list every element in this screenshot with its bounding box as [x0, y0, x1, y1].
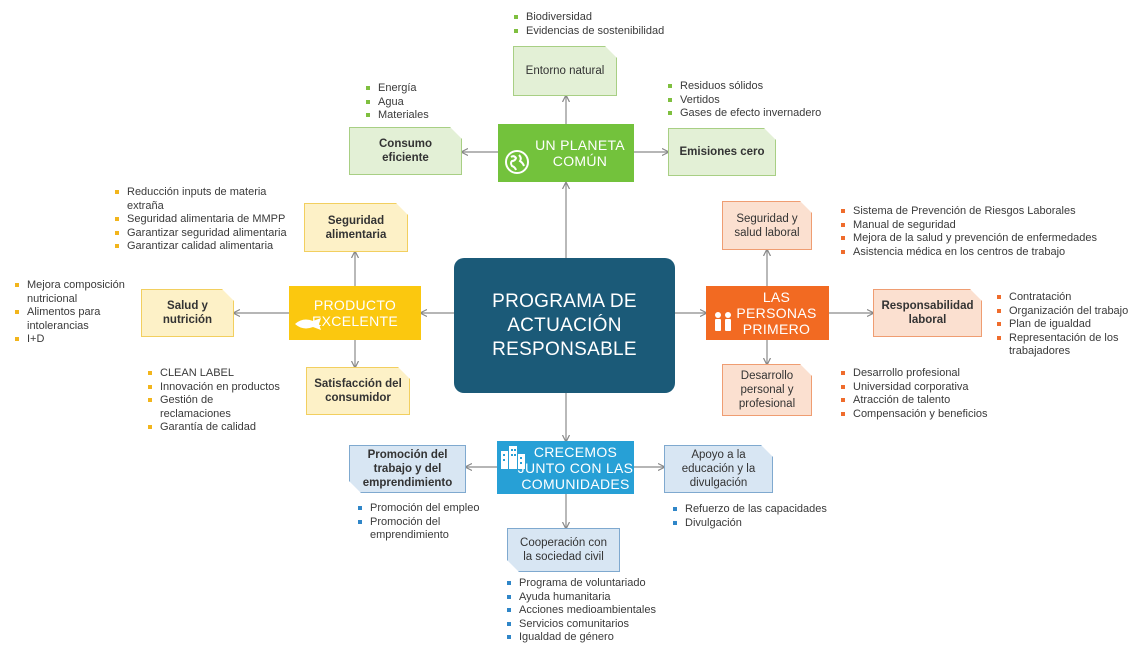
list-item: Gestión de reclamaciones	[147, 394, 260, 421]
card-desarrollo-label: Desarrollo personal y profesional	[738, 370, 796, 410]
card-desarrollo-personal: Desarrollo personal y profesional	[722, 364, 812, 416]
list-salud-nutricion: Mejora composición nutricional Alimentos…	[14, 279, 136, 347]
card-cooperacion-label: Cooperación con la sociedad civil	[520, 537, 607, 563]
list-entorno: Biodiversidad Evidencias de sostenibilid…	[513, 11, 693, 38]
card-satisfaccion-label: Satisfacción del consumidor	[314, 378, 402, 404]
list-item: Contratación	[996, 291, 1134, 305]
list-satisfaccion: CLEAN LABEL Innovación en productos Gest…	[147, 367, 297, 435]
hub-producto-line2: EXCELENTE	[312, 313, 398, 329]
hub-producto: PRODUCTO EXCELENTE	[289, 286, 421, 340]
card-seguridad-salud-laboral: Seguridad y salud laboral	[722, 201, 812, 250]
hub-comunidades-line3: COMUNIDADES	[521, 475, 630, 492]
center-title-line2: ACTUACIÓN	[507, 314, 622, 336]
card-seguridad-alimentaria: Seguridad alimentaria	[304, 203, 408, 252]
center-title-line3: RESPONSABLE	[492, 338, 637, 360]
list-emisiones: Residuos sólidos Vertidos Gases de efect…	[667, 80, 857, 121]
list-item: Plan de igualdad	[996, 318, 1134, 332]
list-item: Mejora de la salud y prevención de enfer…	[840, 232, 1130, 246]
list-item: Atracción de talento	[840, 394, 1020, 408]
list-item: Reducción inputs de materia extraña	[114, 186, 304, 213]
list-item: Garantizar calidad alimentaria	[114, 240, 304, 254]
card-responsabilidad-laboral: Responsabilidad laboral	[873, 289, 982, 337]
card-promocion-label: Promoción del trabajo y del emprendimien…	[362, 449, 453, 489]
card-seguridad-alim-label: Seguridad alimentaria	[325, 214, 387, 241]
list-item: Energía	[365, 82, 485, 96]
list-item: Alimentos para intolerancias	[14, 306, 136, 333]
list-item: Evidencias de sostenibilidad	[513, 25, 693, 39]
card-cooperacion-sociedad: Cooperación con la sociedad civil	[507, 528, 620, 572]
list-seguridad-alimentaria: Reducción inputs de materia extraña Segu…	[114, 186, 304, 254]
list-item: Organización del trabajo	[996, 305, 1134, 319]
card-responsabilidad-label: Responsabilidad laboral	[881, 300, 974, 326]
hub-planeta-line1: UN PLANETA	[535, 137, 625, 153]
hub-comunidades: CRECEMOS JUNTO CON LAS COMUNIDADES	[497, 441, 634, 494]
list-consumo: Energía Agua Materiales	[365, 82, 485, 123]
list-item: Igualdad de género	[506, 631, 696, 645]
list-item: I+D	[14, 333, 136, 347]
list-item: Programa de voluntariado	[506, 577, 696, 591]
card-consumo-eficiente: Consumo eficiente	[349, 127, 462, 175]
list-item: Divulgación	[672, 517, 852, 531]
list-item: Acciones medioambientales	[506, 604, 696, 618]
list-item: Residuos sólidos	[667, 80, 857, 94]
buildings-icon	[500, 445, 526, 472]
list-item: Vertidos	[667, 94, 857, 108]
list-item: Representación de los trabajadores	[996, 332, 1134, 359]
hub-personas-line1: LAS PERSONAS	[736, 289, 817, 321]
list-item: Refuerzo de las capacidades	[672, 503, 852, 517]
list-item: Compensación y beneficios	[840, 408, 1020, 422]
people-icon	[712, 311, 734, 334]
list-item: Seguridad alimentaria de MMPP	[114, 213, 304, 227]
list-item: Agua	[365, 96, 485, 110]
program-center-box: PROGRAMA DE ACTUACIÓN RESPONSABLE	[454, 258, 675, 393]
card-emisiones-cero: Emisiones cero	[668, 128, 776, 176]
fish-icon	[293, 317, 323, 334]
card-entorno-label: Entorno natural	[525, 65, 605, 77]
list-item: Gases de efecto invernadero	[667, 107, 857, 121]
card-entorno-natural: Entorno natural	[513, 46, 617, 96]
list-item: Biodiversidad	[513, 11, 693, 25]
list-item: Desarrollo profesional	[840, 367, 1020, 381]
globe-icon	[504, 149, 530, 178]
hub-planeta-line2: COMÚN	[552, 153, 608, 169]
hub-comunidades-line2: JUNTO CON LAS	[517, 459, 634, 476]
card-seguridad-salud-label: Seguridad y salud laboral	[734, 212, 800, 239]
card-apoyo-educacion: Apoyo a la educación y la divulgación	[664, 445, 773, 493]
card-promocion-trabajo: Promoción del trabajo y del emprendimien…	[349, 445, 466, 493]
hub-personas-line2: PRIMERO	[742, 321, 811, 337]
list-item: Manual de seguridad	[840, 219, 1130, 233]
list-item: Servicios comunitarios	[506, 618, 696, 632]
hub-producto-line1: PRODUCTO	[313, 297, 397, 313]
list-item: Asistencia médica en los centros de trab…	[840, 246, 1130, 260]
list-item: Sistema de Prevención de Riesgos Laboral…	[840, 205, 1130, 219]
list-item: Promoción del emprendimiento	[357, 516, 470, 543]
list-item: Universidad corporativa	[840, 381, 1020, 395]
list-seguridad-salud: Sistema de Prevención de Riesgos Laboral…	[840, 205, 1130, 259]
center-title-line1: PROGRAMA DE	[492, 290, 637, 312]
card-consumo-label: Consumo eficiente	[378, 138, 433, 164]
list-item: Garantizar seguridad alimentaria	[114, 227, 304, 241]
list-item: Mejora composición nutricional	[14, 279, 136, 306]
hub-planeta: UN PLANETA COMÚN	[498, 124, 634, 182]
hub-comunidades-line1: CRECEMOS	[533, 443, 618, 460]
list-desarrollo: Desarrollo profesional Universidad corpo…	[840, 367, 1020, 421]
card-salud-nutricion: Salud y nutrición	[141, 289, 234, 337]
card-salud-label: Salud y nutrición	[162, 300, 213, 326]
hub-personas: LAS PERSONAS PRIMERO	[706, 286, 829, 340]
list-item: CLEAN LABEL	[147, 367, 297, 381]
list-promocion: Promoción del empleo Promoción del empre…	[357, 502, 497, 543]
list-item: Garantía de calidad	[147, 421, 297, 435]
card-apoyo-label: Apoyo a la educación y la divulgación	[681, 449, 756, 489]
list-item: Promoción del empleo	[357, 502, 497, 516]
list-item: Materiales	[365, 109, 485, 123]
card-emisiones-label: Emisiones cero	[679, 146, 765, 158]
list-cooperacion: Programa de voluntariado Ayuda humanitar…	[506, 577, 696, 645]
list-responsabilidad: Contratación Organización del trabajo Pl…	[996, 291, 1134, 359]
list-item: Ayuda humanitaria	[506, 591, 696, 605]
list-apoyo: Refuerzo de las capacidades Divulgación	[672, 503, 852, 530]
list-item: Innovación en productos	[147, 381, 297, 395]
card-satisfaccion-consumidor: Satisfacción del consumidor	[306, 367, 410, 415]
